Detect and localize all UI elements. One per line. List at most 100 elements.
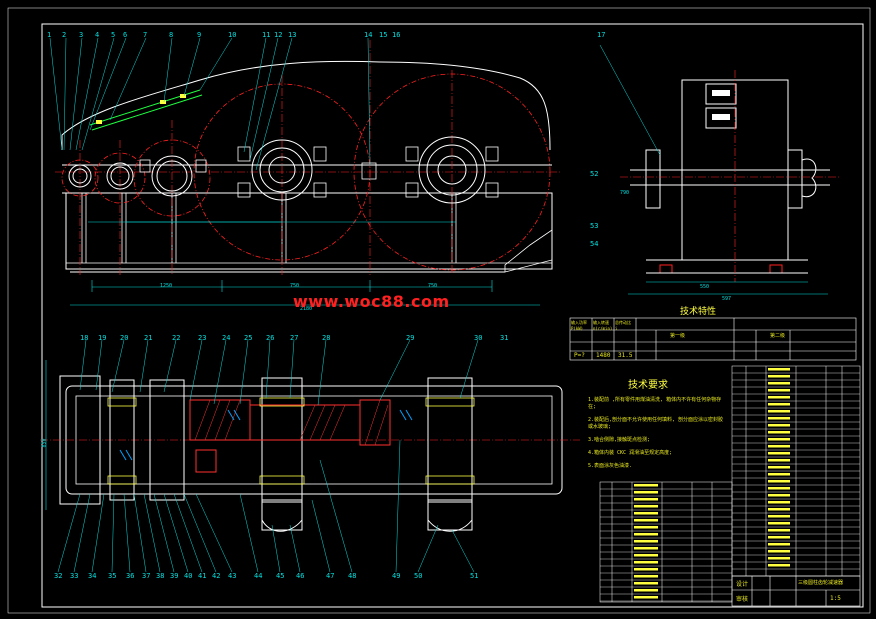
callout-label: 22 (172, 334, 181, 342)
parts-row-text-mark (768, 564, 790, 567)
title-block-drawing-name: 三级圆柱齿轮减速器 (798, 580, 844, 586)
callout-label: 9 (197, 31, 202, 39)
parts-row-text-mark (768, 473, 790, 476)
parts-row-text-mark (768, 557, 790, 560)
callout-label: 13 (288, 31, 297, 39)
parts-row-text-mark (768, 389, 790, 392)
parts-row-text-mark (768, 508, 790, 511)
callout-label: 10 (228, 31, 237, 39)
callout-label: 44 (254, 572, 263, 580)
callout-label: 35 (108, 572, 117, 580)
parts-row-text-mark (768, 431, 790, 434)
callout-label: 11 (262, 31, 271, 39)
plan-view (40, 339, 580, 573)
callout-label: 6 (123, 31, 128, 39)
dimension-text: 750 (290, 283, 300, 289)
title-block-label-check: 审核 (736, 596, 749, 603)
tech-spec-title: 技术特性 (680, 307, 717, 317)
parts-row-text-mark (634, 596, 658, 599)
parts-row-text-mark (634, 554, 658, 557)
side-view (599, 44, 840, 295)
outer-border (7, 7, 871, 614)
spec-table-grid (569, 317, 857, 361)
title-block-scale: 1:5 (830, 595, 841, 602)
parts-row-text-mark (634, 540, 658, 543)
callout-label: 51 (470, 572, 479, 580)
parts-row-text-mark (768, 480, 790, 483)
callout-label: 7 (143, 31, 148, 39)
spec-header-stage2: 第二级 (770, 333, 786, 339)
title-block-label-design: 设计 (736, 581, 749, 588)
callout-label: 16 (392, 31, 401, 39)
parts-row-text-mark (634, 491, 658, 494)
parts-row-text-mark (768, 459, 790, 462)
callout-label: 41 (198, 572, 207, 580)
callout-label: 39 (170, 572, 179, 580)
callout-label: 28 (322, 334, 331, 342)
parts-row-text-mark (768, 529, 790, 532)
parts-row-text-mark (768, 515, 790, 518)
spec-value-ratio: 31.5 (618, 352, 633, 359)
front-view (49, 37, 560, 306)
dimension-text: 790 (620, 190, 630, 196)
callout-label: 21 (144, 334, 153, 342)
callout-label: 33 (70, 572, 79, 580)
callout-label: 18 (80, 334, 89, 342)
parts-row-text-mark (634, 568, 658, 571)
callout-label: 52 (590, 170, 599, 178)
parts-row-text-mark (634, 561, 658, 564)
callout-label: 30 (474, 334, 483, 342)
tech-req-title: 技术要求 (628, 380, 668, 391)
callout-label: 42 (212, 572, 221, 580)
sheet-border (41, 23, 864, 608)
callout-label: 23 (198, 334, 207, 342)
parts-row-text-mark (634, 582, 658, 585)
dimension-text: 2180 (300, 306, 313, 312)
callout-label: 24 (222, 334, 231, 342)
callout-label: 14 (364, 31, 373, 39)
parts-row-text-mark (634, 589, 658, 592)
callout-label: 31 (500, 334, 509, 342)
parts-row-text-mark (634, 484, 658, 487)
callout-label: 8 (169, 31, 174, 39)
spec-value-speed: 1480 (596, 352, 611, 359)
parts-row-text-mark (768, 452, 790, 455)
tech-req-line: 1.装配前 ,所有零件用煤油清洗, 箱体内不许有任何杂物存在; (588, 397, 722, 410)
callout-label: 34 (88, 572, 97, 580)
parts-row-text-mark (768, 438, 790, 441)
parts-row-text-mark (768, 466, 790, 469)
callout-label: 3 (79, 31, 84, 39)
callout-label: 25 (244, 334, 253, 342)
parts-row-text-mark (634, 505, 658, 508)
parts-row-text-mark (768, 368, 790, 371)
callout-label: 15 (379, 31, 388, 39)
parts-row-text-mark (768, 522, 790, 525)
tech-req-line: 5.表面涂灰色油漆. (588, 463, 633, 469)
callout-label: 47 (326, 572, 335, 580)
parts-row-text-mark (768, 375, 790, 378)
parts-row-text-mark (634, 526, 658, 529)
callout-label: 54 (590, 240, 599, 248)
tech-req-list: 1.装配前 ,所有零件用煤油清洗, 箱体内不许有任何杂物存在; 2.装配后,剖分… (588, 396, 728, 475)
tech-req-line: 3.啮合侧隙,接触斑点检测; (588, 437, 651, 443)
parts-row-text-mark (768, 494, 790, 497)
callout-label: 20 (120, 334, 129, 342)
callout-label: 1 (47, 31, 52, 39)
tech-req-line: 4.箱体内装 CKC 润滑油至规定高度; (588, 450, 673, 456)
parts-row-text-mark (634, 575, 658, 578)
callout-label: 38 (156, 572, 165, 580)
callout-label: 40 (184, 572, 193, 580)
callout-label: 37 (142, 572, 151, 580)
dimension-text: 550 (700, 284, 710, 290)
dimension-text: 750 (428, 283, 438, 289)
parts-row-text-mark (634, 547, 658, 550)
callout-label: 53 (590, 222, 599, 230)
callout-label: 48 (348, 572, 357, 580)
parts-list-rows (600, 368, 860, 602)
callout-label: 2 (62, 31, 67, 39)
callout-label: 19 (98, 334, 107, 342)
spec-header-speed: 输入转速 n(r/min) (593, 320, 613, 331)
callout-label: 5 (111, 31, 116, 39)
parts-row-text-mark (768, 396, 790, 399)
